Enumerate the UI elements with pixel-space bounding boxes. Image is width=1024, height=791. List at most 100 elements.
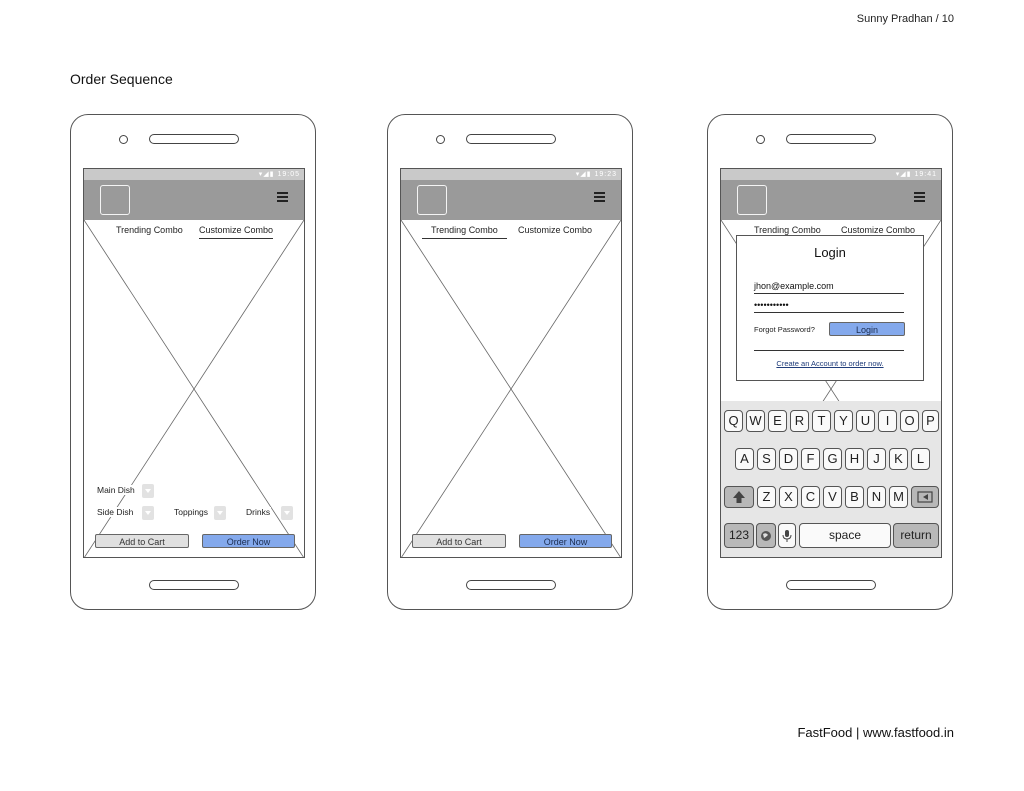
side-dish-label: Side Dish [96, 507, 135, 517]
key-p[interactable]: P [922, 410, 939, 432]
speaker-grille [149, 134, 239, 144]
tab-customize-combo[interactable]: Customize Combo [199, 225, 274, 239]
status-icons: ▾◢▮ 19:05 [258, 171, 300, 178]
speaker-grille [786, 134, 876, 144]
side-dish-dropdown-icon[interactable] [142, 506, 154, 520]
camera-icon [756, 135, 765, 144]
phone-mockup-trending: ▾◢▮ 19:23 Trending Combo Customize Combo… [387, 114, 633, 610]
speaker-grille [466, 134, 556, 144]
status-bar: ▾◢▮ 19:05 [84, 169, 304, 180]
home-button[interactable] [466, 580, 556, 590]
page-header-author: Sunny Pradhan / 10 [856, 13, 954, 25]
key-t[interactable]: T [812, 410, 831, 432]
phone-mockup-customize: ▾◢▮ 19:05 Trending Combo Customize Combo… [70, 114, 316, 610]
phone-mockup-login: ▾◢▮ 19:41 Trending Combo Customize Combo… [707, 114, 953, 610]
key-c[interactable]: C [801, 486, 820, 508]
status-time: 19:05 [277, 171, 300, 178]
key-q[interactable]: Q [724, 410, 743, 432]
key-l[interactable]: L [911, 448, 930, 470]
add-to-cart-button[interactable]: Add to Cart [412, 534, 506, 548]
hamburger-menu-icon[interactable] [594, 192, 605, 202]
globe-key[interactable] [756, 523, 776, 548]
main-dish-dropdown-icon[interactable] [142, 484, 154, 498]
password-field[interactable]: ••••••••••• [754, 300, 904, 313]
home-button[interactable] [786, 580, 876, 590]
tab-trending-combo[interactable]: Trending Combo [422, 225, 507, 239]
phone-screen: ▾◢▮ 19:05 Trending Combo Customize Combo… [83, 168, 305, 558]
status-icons: ▾◢▮ 19:41 [895, 171, 937, 178]
app-bar [84, 180, 304, 220]
hamburger-menu-icon[interactable] [277, 192, 288, 202]
key-r[interactable]: R [790, 410, 809, 432]
key-h[interactable]: H [845, 448, 864, 470]
page-title: Order Sequence [70, 71, 173, 87]
status-icons: ▾◢▮ 19:23 [575, 171, 617, 178]
app-bar [401, 180, 621, 220]
image-placeholder [401, 220, 621, 557]
login-title: Login [814, 245, 846, 260]
key-u[interactable]: U [856, 410, 875, 432]
tab-customize-combo[interactable]: Customize Combo [841, 225, 916, 235]
toppings-label: Toppings [173, 507, 210, 517]
key-z[interactable]: Z [757, 486, 776, 508]
key-d[interactable]: D [779, 448, 798, 470]
key-v[interactable]: V [823, 486, 842, 508]
key-w[interactable]: W [746, 410, 765, 432]
tab-customize-combo[interactable]: Customize Combo [518, 225, 593, 235]
key-i[interactable]: I [878, 410, 897, 432]
order-now-button[interactable]: Order Now [202, 534, 295, 548]
drinks-label: Drinks [245, 507, 272, 517]
image-placeholder [84, 220, 304, 557]
add-to-cart-button[interactable]: Add to Cart [95, 534, 189, 548]
backspace-key[interactable] [911, 486, 939, 508]
home-button[interactable] [149, 580, 239, 590]
camera-icon [436, 135, 445, 144]
login-dialog: Login jhon@example.com ••••••••••• Forgo… [736, 235, 924, 381]
key-y[interactable]: Y [834, 410, 853, 432]
key-f[interactable]: F [801, 448, 820, 470]
drinks-dropdown-icon[interactable] [281, 506, 293, 520]
hamburger-menu-icon[interactable] [914, 192, 925, 202]
phone-screen: ▾◢▮ 19:23 Trending Combo Customize Combo… [400, 168, 622, 558]
on-screen-keyboard: Q W E R T Y U I O P A S D F G H J K L Z … [721, 401, 941, 557]
dialog-divider [754, 350, 904, 351]
key-s[interactable]: S [757, 448, 776, 470]
key-g[interactable]: G [823, 448, 842, 470]
order-now-button[interactable]: Order Now [519, 534, 612, 548]
shift-key[interactable] [724, 486, 754, 508]
space-key[interactable]: space [799, 523, 891, 548]
login-button[interactable]: Login [829, 322, 905, 336]
phone-screen: ▾◢▮ 19:41 Trending Combo Customize Combo… [720, 168, 942, 558]
app-bar [721, 180, 941, 220]
key-o[interactable]: O [900, 410, 919, 432]
key-j[interactable]: J [867, 448, 886, 470]
globe-icon [761, 531, 771, 541]
status-bar: ▾◢▮ 19:41 [721, 169, 941, 180]
backspace-icon [917, 491, 933, 503]
key-k[interactable]: K [889, 448, 908, 470]
key-a[interactable]: A [735, 448, 754, 470]
status-time: 19:23 [594, 171, 617, 178]
tab-trending-combo[interactable]: Trending Combo [754, 225, 821, 235]
key-n[interactable]: N [867, 486, 886, 508]
numbers-key[interactable]: 123 [724, 523, 754, 548]
microphone-key[interactable] [778, 523, 796, 548]
key-m[interactable]: M [889, 486, 908, 508]
key-e[interactable]: E [768, 410, 787, 432]
logo-placeholder-icon[interactable] [417, 185, 447, 215]
key-x[interactable]: X [779, 486, 798, 508]
key-b[interactable]: B [845, 486, 864, 508]
status-time: 19:41 [914, 171, 937, 178]
microphone-icon [782, 530, 792, 542]
shift-arrow-icon [733, 491, 745, 503]
tab-trending-combo[interactable]: Trending Combo [116, 225, 183, 235]
create-account-link[interactable]: Create an Account to order now. [776, 359, 884, 368]
forgot-password-link[interactable]: Forgot Password? [754, 325, 815, 334]
logo-placeholder-icon[interactable] [100, 185, 130, 215]
toppings-dropdown-icon[interactable] [214, 506, 226, 520]
return-key[interactable]: return [893, 523, 939, 548]
camera-icon [119, 135, 128, 144]
email-field[interactable]: jhon@example.com [754, 281, 904, 294]
logo-placeholder-icon[interactable] [737, 185, 767, 215]
main-dish-label: Main Dish [96, 485, 136, 495]
